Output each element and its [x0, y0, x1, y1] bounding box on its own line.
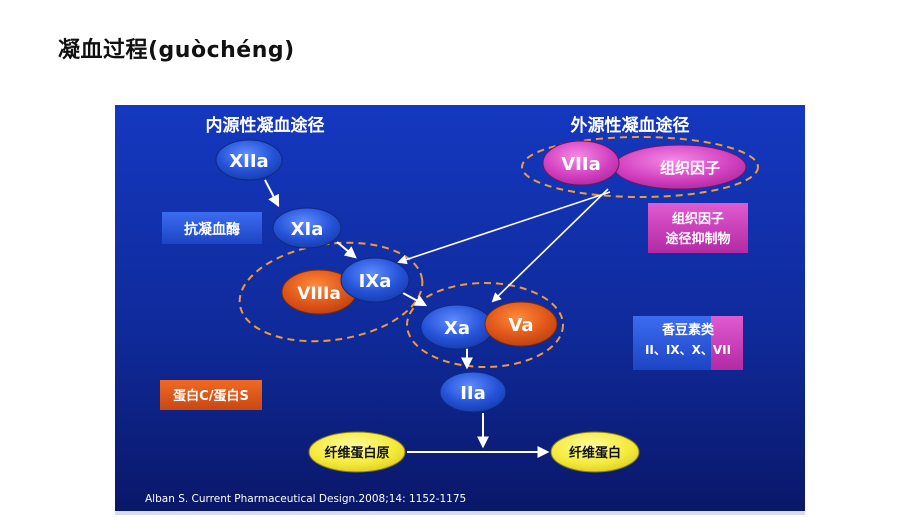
node-viia-label: VIIa [561, 154, 600, 175]
node-fibrinogen-label: 纤维蛋白原 [324, 445, 389, 461]
box-coumarins-label-line2: II、IX、X、VII [645, 343, 731, 357]
node-fibrinogen: 纤维蛋白原 [308, 431, 406, 473]
node-viiia-label: VIIIa [297, 284, 341, 304]
citation-text: Alban S. Current Pharmaceutical Design.2… [145, 493, 466, 505]
arrow-viia-to-ixa [397, 191, 611, 265]
node-xiia-label: XIIa [229, 151, 268, 172]
box-antithrombin: 抗凝血酶 [162, 212, 262, 244]
node-iia-label: IIa [460, 383, 486, 404]
box-coumarins: 香豆素类 II、IX、X、VII [633, 316, 743, 370]
citation-bottom-bar [115, 511, 805, 515]
node-tissue-factor-label: 组织因子 [660, 159, 720, 177]
arrow-ixa-to-xa [402, 292, 428, 307]
box-protein-cs: 蛋白C/蛋白S [160, 380, 262, 410]
arrow-viia-to-xa [491, 188, 609, 303]
dashed-ring-prothrombinase-complex [406, 282, 564, 368]
node-iia: IIa [439, 371, 507, 413]
node-fibrin-label: 纤维蛋白 [569, 445, 621, 461]
arrow-xiia-to-xia [264, 179, 280, 208]
node-xiia: XIIa [215, 139, 283, 181]
node-ixa: IXa [340, 257, 410, 303]
node-xa: Xa [420, 304, 494, 350]
coagulation-cascade-figure: 内源性凝血途径 外源性凝血途径 XIIa 抗凝血酶 XIa VIIIa IXa … [115, 105, 805, 515]
node-viiia: VIIIa [281, 269, 357, 315]
box-protein-cs-label: 蛋白C/蛋白S [173, 388, 249, 404]
dashed-ring-viia-complex [521, 136, 759, 198]
extrinsic-pathway-header: 外源性凝血途径 [571, 115, 690, 136]
node-fibrin: 纤维蛋白 [550, 431, 640, 473]
node-ixa-label: IXa [359, 271, 392, 292]
node-xia: XIa [272, 207, 342, 249]
intrinsic-pathway-header: 内源性凝血途径 [206, 115, 325, 136]
node-va: Va [484, 301, 558, 347]
box-tfpi-label-line2: 途径抑制物 [665, 231, 730, 247]
slide-title: 凝血过程(guòchéng) [58, 38, 295, 63]
node-xia-label: XIa [291, 219, 324, 240]
box-coumarins-label-line1: 香豆素类 [661, 322, 715, 338]
node-xa-label: Xa [444, 318, 470, 339]
arrow-xia-to-ixa [336, 241, 357, 259]
node-viia: VIIa [542, 140, 620, 186]
box-tfpi-label-line1: 组织因子 [672, 211, 724, 227]
box-antithrombin-label: 抗凝血酶 [184, 221, 240, 238]
node-tissue-factor: 组织因子 [613, 144, 747, 190]
node-va-label: Va [508, 315, 533, 336]
box-tfpi: 组织因子 途径抑制物 [648, 203, 748, 253]
